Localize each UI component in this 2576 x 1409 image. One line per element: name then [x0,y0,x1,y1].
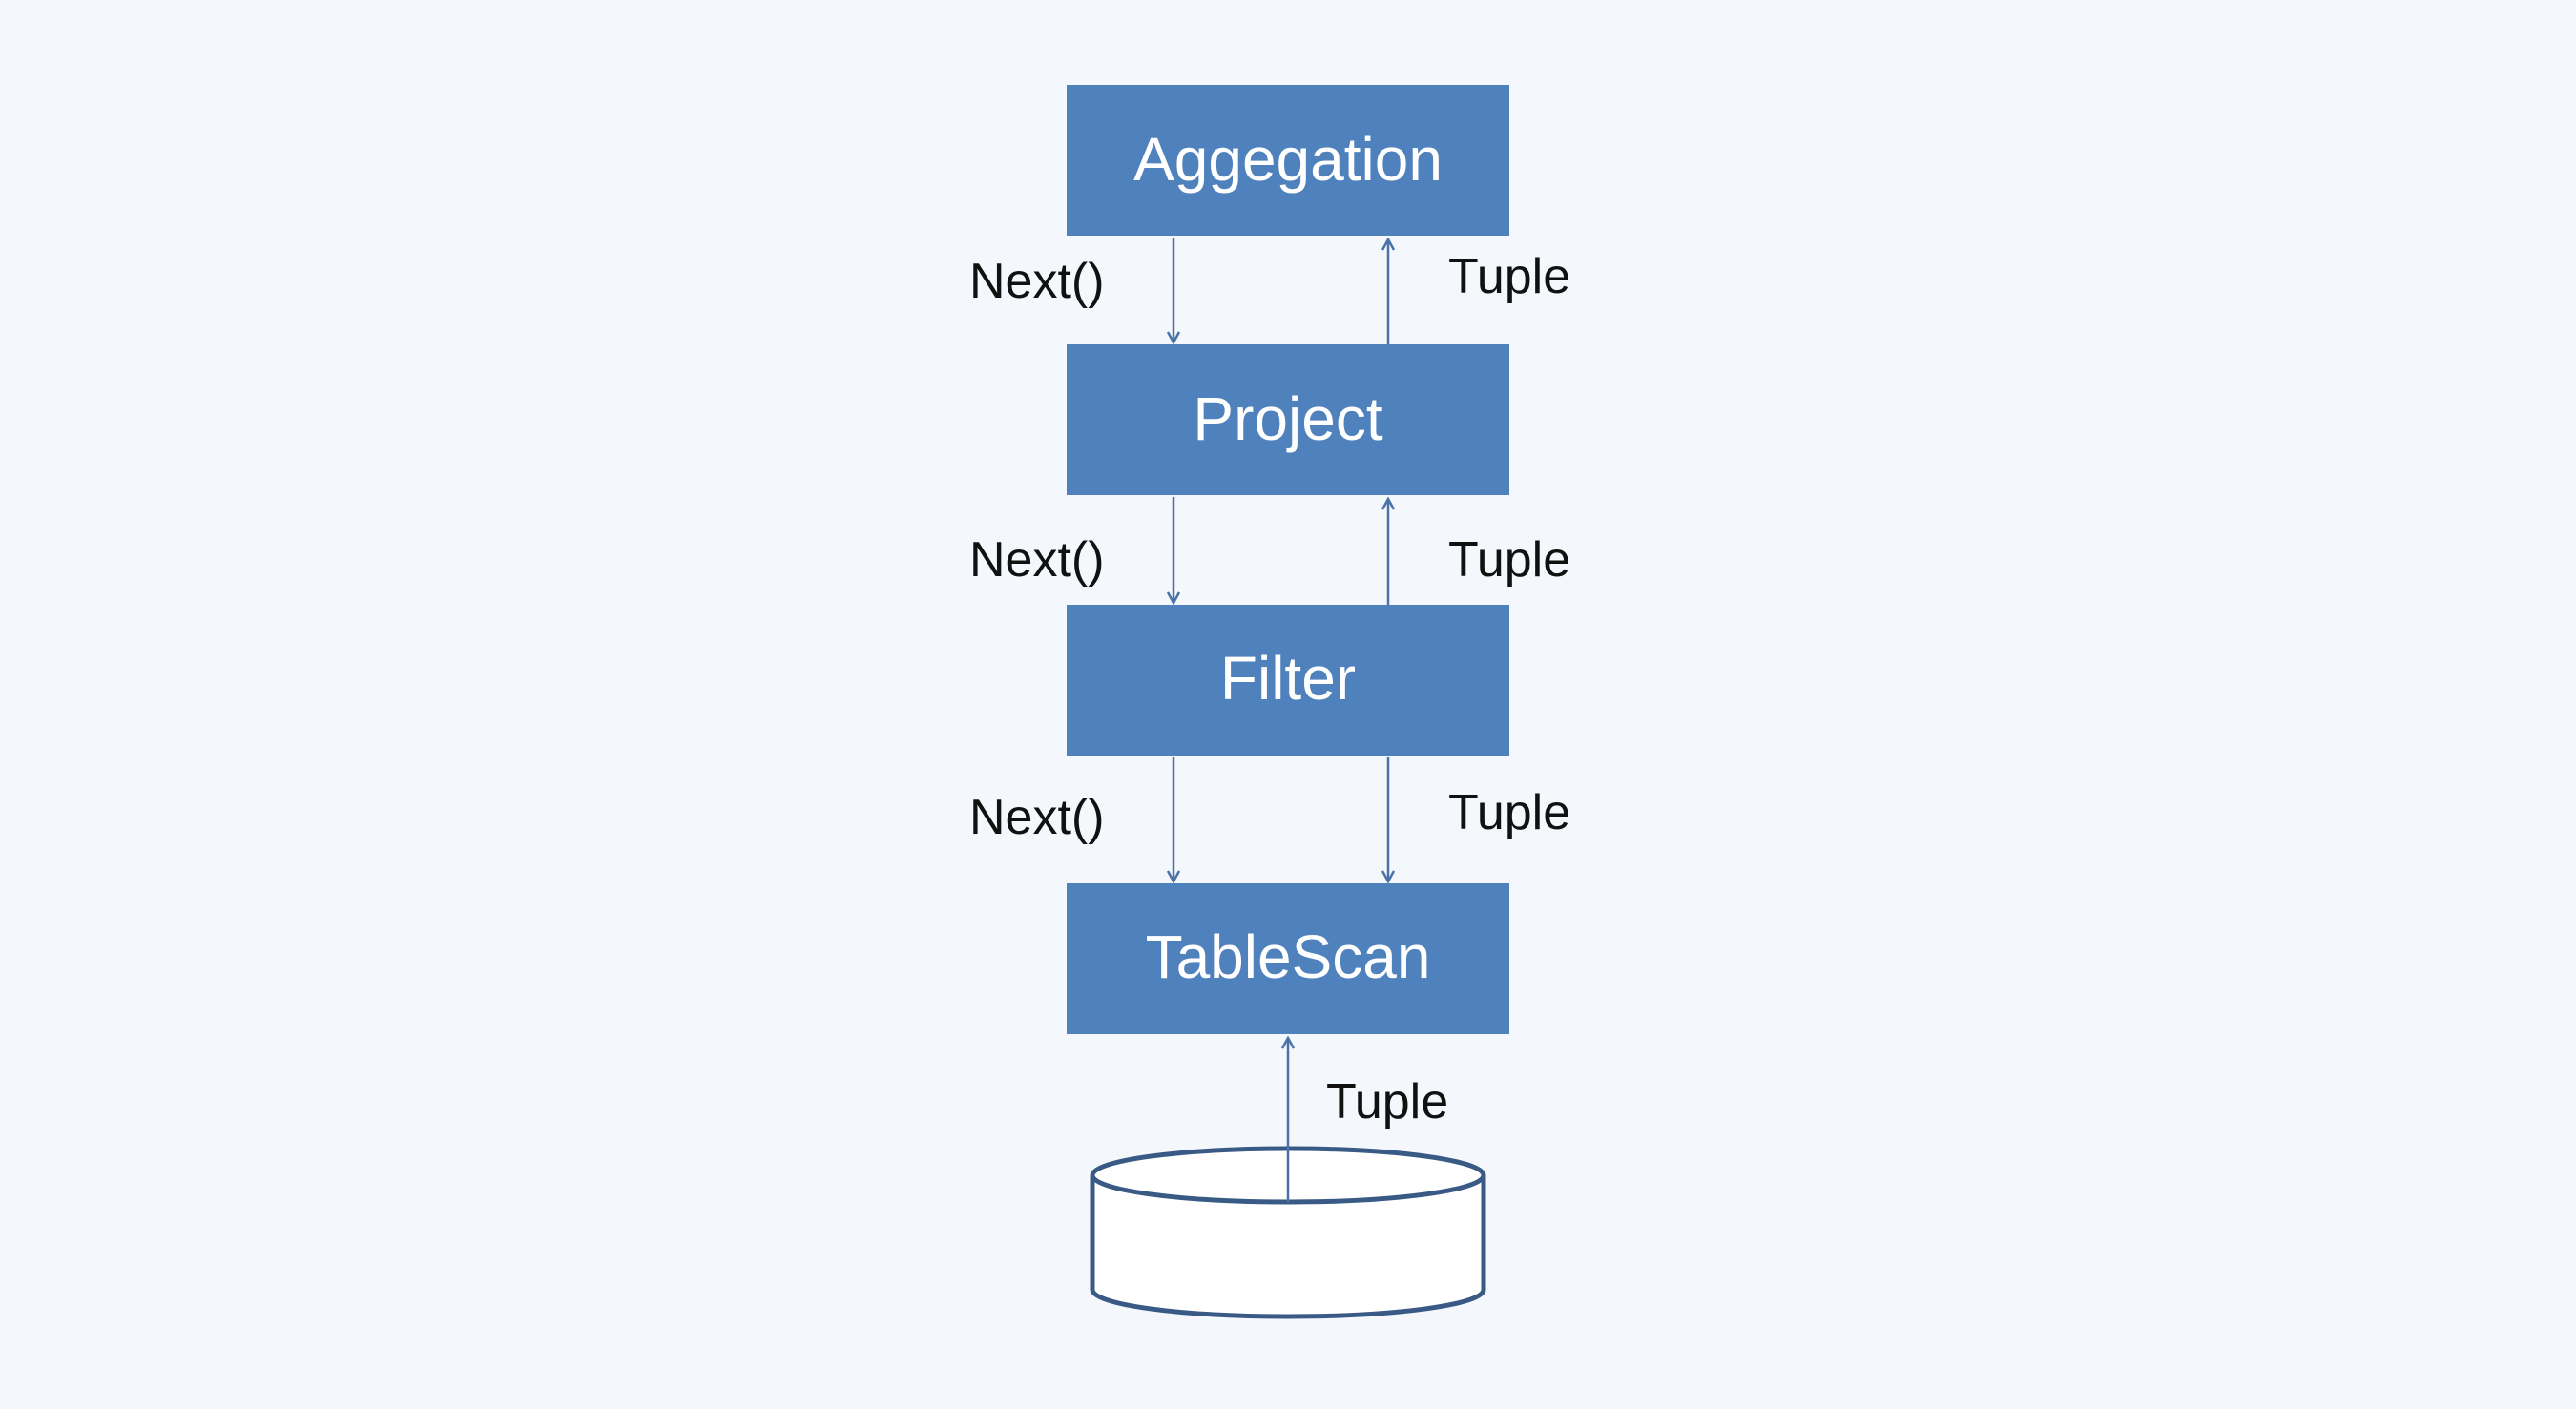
edge-label-tuple-1: Tuple [1448,249,1570,304]
edge-label-next-3: Next() [969,790,1105,845]
operator-filter-box [1067,605,1509,756]
edge-label-next-2: Next() [969,532,1105,588]
database-cylinder-body [1090,1175,1486,1319]
operator-filter-label: Filter [1220,644,1356,713]
operator-tablescan-label: TableScan [1146,922,1431,991]
operator-aggregation: Aggegation [1067,85,1509,236]
operator-tablescan: TableScan [1067,883,1509,1034]
operator-project-box [1067,344,1509,495]
database-cylinder-icon [1090,1146,1486,1319]
operator-aggregation-box [1067,85,1509,236]
operator-filter: Filter [1067,605,1509,756]
operator-tablescan-box [1067,883,1509,1034]
edge-label-tuple-2: Tuple [1448,532,1570,588]
edge-label-tuple-storage: Tuple [1326,1074,1448,1129]
edge-label-next-1: Next() [969,254,1105,309]
operator-aggregation-label: Aggegation [1133,125,1443,194]
edge-label-tuple-3: Tuple [1448,785,1570,840]
operator-project-label: Project [1193,384,1382,453]
operator-project: Project [1067,344,1509,495]
